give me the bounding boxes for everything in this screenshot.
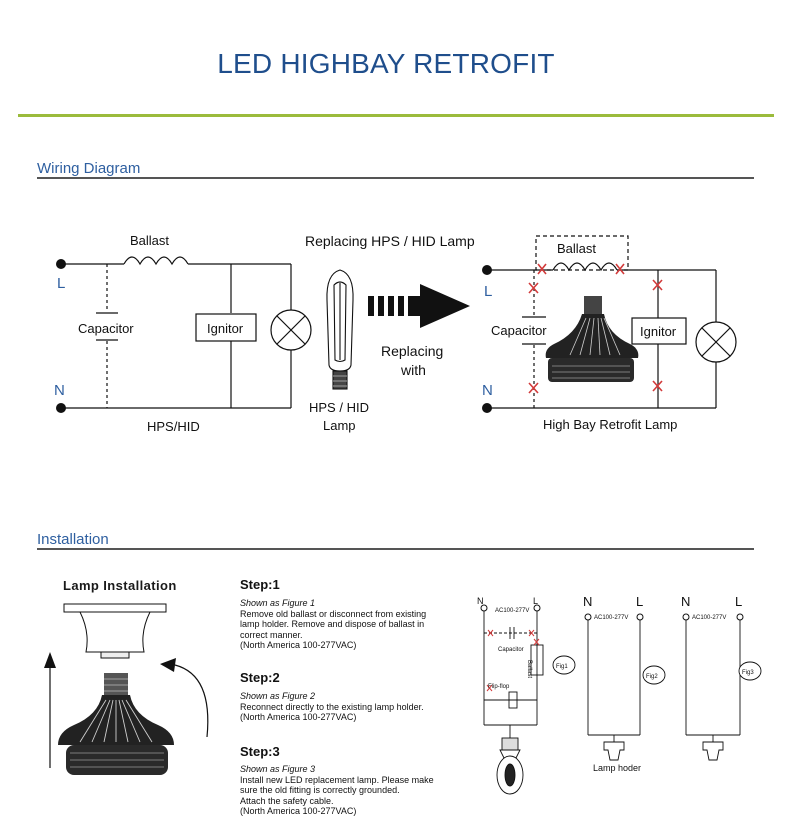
replacing-with-1: Replacing (381, 343, 443, 359)
lamp-installation-title: Lamp Installation (63, 578, 177, 593)
step-3-title: Step:3 (240, 744, 280, 759)
section-heading-installation: Installation (37, 531, 109, 548)
capacitor-label-right: Capacitor (491, 323, 547, 338)
lamp-symbol-left (270, 309, 312, 351)
capacitor-label-left: Capacitor (78, 321, 134, 336)
step-1-title: Step:1 (240, 577, 280, 592)
step-1-line-2: lamp holder. Remove and dispose of balla… (240, 619, 425, 629)
figure-1 (483, 608, 544, 795)
up-arrow-icon (44, 652, 56, 768)
step-2-figure: Shown as Figure 2 (240, 691, 316, 701)
replacing-heading: Replacing HPS / HID Lamp (305, 233, 475, 249)
fig1-badge (552, 655, 576, 675)
step-1-line-1: Remove old ballast or disconnect from ex… (240, 608, 427, 619)
step-3-figure: Shown as Figure 3 (240, 764, 316, 774)
ignitor-label-right: Ignitor (640, 324, 677, 339)
fig1-label: Fig1 (556, 664, 568, 670)
replacing-with-2: with (400, 362, 426, 378)
ballast-label-left: Ballast (130, 233, 169, 248)
replace-arrow (368, 284, 470, 328)
line-label-left: L (57, 275, 65, 292)
caption-left: HPS/HID (147, 419, 200, 434)
fig1-n: N (477, 596, 484, 606)
fig2-label: Fig2 (646, 674, 658, 680)
step-1-line-3: correct manner. (240, 629, 303, 640)
ignitor-label-left: Ignitor (207, 321, 244, 336)
section-divider-wiring (37, 177, 754, 179)
ballast-bypass-box (535, 235, 629, 271)
led-lamp-illustration (58, 673, 174, 775)
fig1-flip-flop: Flip-flop (488, 684, 510, 690)
fig1-voltage: AC100-277V (495, 608, 529, 614)
title-divider (18, 114, 774, 117)
fig1-capacitor: Capacitor (498, 647, 524, 653)
step-2-title: Step:2 (240, 670, 280, 685)
ignitor-box-right (631, 317, 687, 345)
fig2-n: N (583, 594, 592, 609)
page-title: LED HIGHBAY RETROFIT (217, 48, 555, 79)
flip-flop-box (508, 691, 518, 709)
lamp-symbol-right (695, 321, 737, 363)
hps-lamp-label-2: Lamp (323, 418, 356, 433)
ballast-box-fig1 (530, 644, 544, 676)
ballast-label-right: Ballast (557, 241, 596, 256)
fig3-label: Fig3 (742, 670, 754, 676)
ballast-coil-left (123, 256, 189, 266)
neutral-label-right: N (482, 382, 493, 399)
line-label-right: L (484, 283, 492, 300)
hps-lamp-icon (326, 269, 354, 390)
cut-marks (528, 263, 663, 394)
step-2-line-1: Reconnect directly to the existing lamp … (240, 701, 424, 712)
rotate-arrow-icon (160, 658, 209, 738)
fig2-l: L (636, 594, 643, 609)
fig3-l: L (735, 594, 742, 609)
fig1-ballast: Ballast (526, 660, 532, 678)
right-circuit (487, 235, 737, 409)
fig3-n: N (681, 594, 690, 609)
step-3-body: Shown as Figure 3 Install new LED replac… (240, 764, 465, 817)
figure-2 (587, 617, 666, 761)
step-3-line-4: (North America 100-277VAC) (240, 806, 357, 816)
step-3-line-1: Install new LED replacement lamp. Please… (240, 774, 434, 785)
figure-3 (685, 617, 762, 761)
neutral-label-left: N (54, 382, 65, 399)
caption-right: High Bay Retrofit Lamp (543, 417, 677, 432)
fig2-voltage: AC100-277V (594, 615, 628, 621)
step-1-line-4: (North America 100-277VAC) (240, 640, 357, 650)
left-circuit (61, 256, 312, 409)
hps-lamp-label-1: HPS / HID (309, 400, 369, 415)
lamp-holder-icon (63, 603, 167, 659)
step-2-body: Shown as Figure 2 Reconnect directly to … (240, 691, 465, 723)
step-2-line-2: (North America 100-277VAC) (240, 712, 357, 722)
section-heading-wiring: Wiring Diagram (37, 160, 141, 177)
step-1-figure: Shown as Figure 1 (240, 598, 316, 608)
fig2-lamp-holder: Lamp hoder (593, 763, 641, 773)
step-1-body: Shown as Figure 1 Remove old ballast or … (240, 598, 465, 651)
fig3-voltage: AC100-277V (692, 615, 726, 621)
ignitor-box-left (195, 313, 257, 342)
step-3-line-2: sure the old fitting is correctly ground… (240, 785, 400, 795)
section-divider-installation (37, 548, 754, 550)
fig1-l: L (533, 596, 538, 606)
step-3-line-3: Attach the safety cable. (240, 795, 334, 806)
led-retrofit-lamp-icon (545, 296, 639, 382)
